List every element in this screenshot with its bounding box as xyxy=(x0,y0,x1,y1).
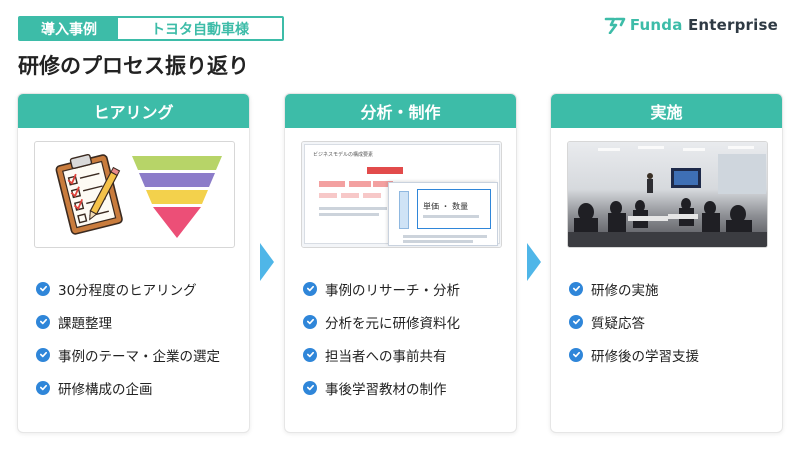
chevron-right-icon xyxy=(260,243,274,281)
card-header-analysis: 分析・制作 xyxy=(285,94,516,128)
training-session-photo xyxy=(567,141,768,248)
tag-client: トヨタ自動車様 xyxy=(118,18,282,39)
list-item: 30分程度のヒアリング xyxy=(36,272,220,305)
funda-logo-icon xyxy=(604,17,626,34)
list-item: 事後学習教材の制作 xyxy=(303,371,460,404)
clipboard-icon xyxy=(55,153,123,235)
tag-category: 導入事例 xyxy=(20,18,118,39)
check-icon xyxy=(303,347,317,362)
card-implementation: 実施 xyxy=(550,93,783,433)
check-icon xyxy=(36,281,50,296)
analysis-list: 事例のリサーチ・分析 分析を元に研修資料化 担当者への事前共有 事後学習教材の制… xyxy=(303,272,460,404)
check-icon xyxy=(569,314,583,329)
brand-logo: Funda Enterprise xyxy=(604,16,778,34)
card-header-implementation: 実施 xyxy=(551,94,782,128)
list-item: 研修後の学習支援 xyxy=(569,338,699,371)
check-icon xyxy=(36,380,50,395)
photo-scene xyxy=(568,146,767,247)
check-icon xyxy=(303,314,317,329)
clipboard-funnel-illustration xyxy=(34,141,235,248)
check-icon xyxy=(36,347,50,362)
list-item: 研修の実施 xyxy=(569,272,699,305)
analysis-slide-thumbnails: ビジネスモデルの構成要素 単価 ・ 数量 xyxy=(301,141,502,248)
list-item: 課題整理 xyxy=(36,305,220,338)
hearing-list: 30分程度のヒアリング 課題整理 事例のテーマ・企業の選定 研修構成の企画 xyxy=(36,272,220,404)
chevron-right-icon xyxy=(527,243,541,281)
check-icon xyxy=(569,281,583,296)
list-item: 担当者への事前共有 xyxy=(303,338,460,371)
logo-brand: Funda xyxy=(629,16,683,34)
card-hearing: ヒアリング xyxy=(17,93,250,433)
logo-product: Enterprise xyxy=(682,16,778,34)
check-icon xyxy=(36,314,50,329)
case-study-tag: 導入事例 トヨタ自動車様 xyxy=(18,16,284,41)
card-analysis: 分析・制作 ビジネスモデルの構成要素 単価 ・ 数量 事例のリサーチ・分析 分析… xyxy=(284,93,517,433)
funnel-icon xyxy=(132,156,222,238)
list-item: 質疑応答 xyxy=(569,305,699,338)
implementation-list: 研修の実施 質疑応答 研修後の学習支援 xyxy=(569,272,699,371)
list-item: 研修構成の企画 xyxy=(36,371,220,404)
check-icon xyxy=(303,281,317,296)
list-item: 分析を元に研修資料化 xyxy=(303,305,460,338)
slide-thumbnail: 単価 ・ 数量 xyxy=(388,182,498,246)
page-title: 研修のプロセス振り返り xyxy=(18,54,249,78)
check-icon xyxy=(303,380,317,395)
check-icon xyxy=(569,347,583,362)
list-item: 事例のリサーチ・分析 xyxy=(303,272,460,305)
list-item: 事例のテーマ・企業の選定 xyxy=(36,338,220,371)
card-header-hearing: ヒアリング xyxy=(18,94,249,128)
